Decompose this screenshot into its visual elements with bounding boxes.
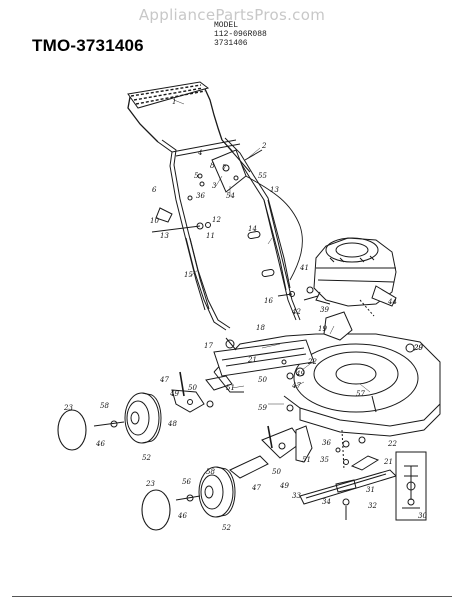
part-label: 52 (222, 524, 231, 532)
height-adjuster-rear (171, 371, 214, 413)
part-label: 50 (272, 468, 281, 476)
part-label: 13 (160, 232, 169, 240)
model-block: MODEL 112-096R088 3731406 (214, 21, 267, 48)
part-label: 49 (169, 390, 179, 398)
fasteners (225, 337, 366, 453)
part-label: 12 (212, 216, 221, 224)
part-label: 39 (320, 306, 329, 314)
lower-handle (185, 199, 301, 331)
part-label: 49 (295, 370, 305, 378)
rear-hubcap (57, 409, 87, 451)
part-number: 3731406 (214, 39, 248, 48)
front-wheel (175, 466, 236, 518)
part-label: 57 (356, 390, 365, 398)
hardware-kit (395, 451, 427, 521)
rear-axle-bracket (205, 339, 315, 393)
control-bracket (211, 139, 251, 193)
part-label: 10 (150, 217, 159, 225)
front-hubcap (141, 489, 171, 531)
part-label: 55 (258, 172, 267, 180)
part-label: 29 (413, 344, 423, 352)
part-label: 17 (204, 342, 213, 350)
part-label: 36 (322, 439, 331, 447)
part-label: 22 (387, 440, 397, 448)
part-label: 33 (292, 492, 301, 500)
part-label: 47 (251, 484, 261, 492)
part-label: 51 (302, 456, 311, 464)
part-label: 32 (368, 502, 377, 510)
part-label: 23 (63, 404, 73, 412)
part-label: 23 (145, 480, 155, 488)
part-label: 13 (270, 186, 279, 194)
part-label: 5 (194, 172, 199, 180)
part-label: 59 (258, 404, 267, 412)
part-label: 21 (247, 356, 257, 364)
part-label: 18 (256, 324, 265, 332)
part-label: 15 (184, 271, 193, 279)
part-label: 47 (291, 382, 301, 390)
part-label: 46 (95, 440, 105, 448)
part-label: 42 (291, 308, 301, 316)
part-label: 56 (182, 478, 191, 486)
part-label: 29 (413, 344, 423, 352)
throttle-cable (245, 175, 303, 281)
part-label: 36 (196, 192, 205, 200)
part-labels: 1 2 7 4 8 5 3 55 13 54 6 36 10 12 11 13 … (63, 98, 427, 532)
part-label: 1 (172, 98, 176, 106)
part-label: 8 (210, 162, 215, 170)
part-label: 47 (159, 376, 169, 384)
part-label: 35 (320, 456, 329, 464)
part-label: 7 (222, 164, 227, 172)
handle-grip (127, 81, 223, 143)
model-number: 112-096R088 (214, 30, 267, 39)
part-label: 19 (318, 325, 327, 333)
part-label: 14 (248, 225, 257, 233)
part-label: 50 (258, 376, 267, 384)
watermark: AppliancePartsPros.com (138, 6, 326, 24)
part-label: 58 (206, 468, 215, 476)
model-label: MODEL (214, 21, 239, 30)
part-label: 11 (206, 232, 215, 240)
part-label: 22 (307, 358, 317, 366)
engine (303, 237, 397, 317)
part-label: 52 (142, 454, 151, 462)
part-label: 48 (167, 420, 177, 428)
deflector (323, 311, 353, 341)
part-label: 51 (226, 384, 235, 392)
part-label: 30 (418, 512, 427, 520)
rear-wheel (93, 392, 162, 444)
part-label: 54 (226, 192, 235, 200)
bottom-rule (12, 596, 452, 597)
page-title: TMO-3731406 (32, 36, 144, 55)
part-label: 46 (177, 512, 187, 520)
part-label: 58 (100, 402, 109, 410)
leader-lines (173, 99, 421, 405)
part-label: 21 (383, 458, 393, 466)
bolts (151, 149, 295, 297)
part-label: 31 (366, 486, 375, 494)
height-adjuster-front (229, 425, 313, 479)
part-label: 4 (197, 149, 202, 157)
part-label: 16 (264, 297, 273, 305)
part-label: 2 (261, 142, 267, 150)
part-label: 3 (212, 182, 217, 190)
blade-assembly (299, 429, 397, 520)
part-label: 34 (322, 498, 331, 506)
part-label: 6 (152, 186, 157, 194)
part-label: 49 (279, 482, 289, 490)
part-label: 41 (299, 264, 309, 272)
part-label: 50 (188, 384, 197, 392)
part-label: 44 (387, 298, 397, 306)
